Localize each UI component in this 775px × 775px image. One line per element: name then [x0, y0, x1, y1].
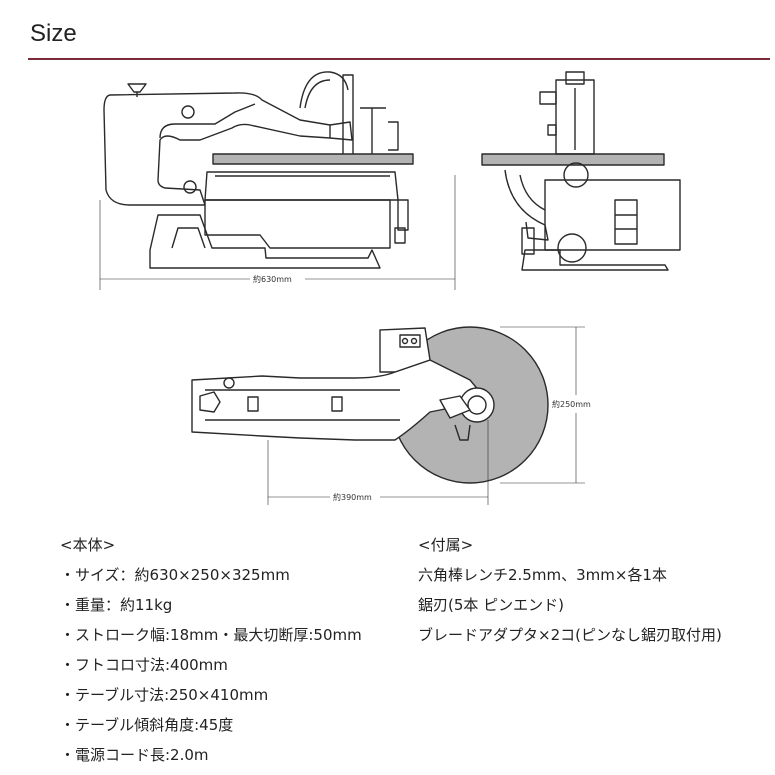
body-spec-list: ・サイズ：約630×250×325mm ・重量：約11kg ・ストローク幅:18…: [60, 560, 362, 770]
list-item: ・サイズ：約630×250×325mm: [60, 566, 290, 584]
front-view-drawing: [481, 71, 681, 271]
page-title: Size: [30, 20, 77, 47]
accessories-section: <付属> 六角棒レンチ2.5mm、3mm×各1本 鋸刃(5本 ピンエンド) ブレ…: [418, 530, 722, 650]
body-spec-section: <本体> ・サイズ：約630×250×325mm ・重量：約11kg ・ストロー…: [60, 530, 362, 770]
list-item: ・ストローク幅:18mm・最大切断厚:50mm: [60, 626, 362, 644]
dimension-depth-label: 約390mm: [333, 492, 372, 502]
scroll-saw-diagram: 約630mm 約390mm 約250mm: [99, 71, 681, 505]
dimension-length-label: 約630mm: [253, 274, 292, 284]
dimension-width-label: 約250mm: [552, 399, 591, 409]
list-item: 鋸刃(5本 ピンエンド): [418, 596, 565, 614]
accessories-heading: <付属>: [418, 536, 474, 554]
list-item: ・テーブル傾斜角度:45度: [60, 716, 234, 734]
list-item: ・フトコロ寸法:400mm: [60, 656, 228, 674]
side-view-drawing: [99, 71, 456, 290]
top-view-drawing: [191, 326, 585, 505]
list-item: ・重量：約11kg: [60, 596, 173, 614]
body-spec-heading: <本体>: [60, 536, 116, 554]
list-item: ・電源コード長:2.0m: [60, 746, 209, 764]
accessories-list: 六角棒レンチ2.5mm、3mm×各1本 鋸刃(5本 ピンエンド) ブレードアダプ…: [418, 560, 722, 650]
list-item: 六角棒レンチ2.5mm、3mm×各1本: [418, 566, 667, 584]
title-underline: [28, 58, 770, 60]
list-item: ・テーブル寸法:250×410mm: [60, 686, 269, 704]
list-item: ブレードアダプタ×2コ(ピンなし鋸刃取付用): [418, 626, 722, 644]
